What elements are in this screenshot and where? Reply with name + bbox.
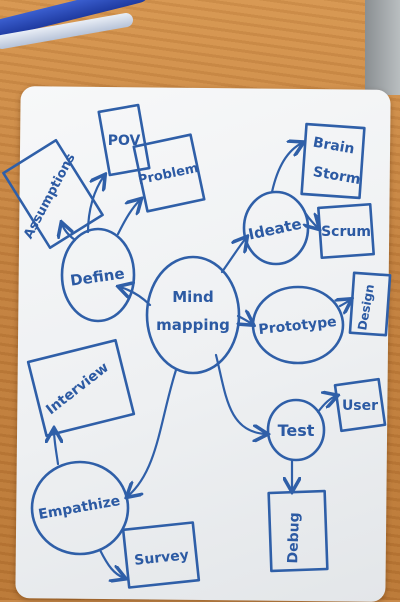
ideate-label: Ideate: [247, 215, 304, 244]
assumptions-label: Assumptions: [21, 151, 79, 241]
test-label: Test: [278, 421, 315, 440]
central-node-ellipse: [145, 255, 241, 375]
map-to-empathize-arrow: [128, 368, 178, 496]
central-node-label-1: Mind: [172, 288, 213, 306]
central-node-label-2: mapping: [156, 316, 230, 334]
test-to-user-arrow: [316, 396, 336, 414]
empathize-ellipse: [30, 460, 130, 556]
brainstorm-label-2: Storm: [312, 164, 362, 188]
pov-label: POV: [108, 133, 141, 149]
define-to-problem-arrow: [116, 200, 140, 236]
define-to-assumptions-arrow: [62, 224, 77, 242]
map-to-define-arrow: [120, 287, 152, 307]
define-to-pov-arrow: [86, 176, 104, 234]
background-wall: [365, 0, 400, 95]
survey-box: [121, 521, 201, 589]
map-to-test-arrow: [214, 353, 266, 434]
map-to-ideate-arrow: [220, 238, 246, 274]
debug-label: Debug: [285, 512, 303, 564]
empathize-label: Empathize: [37, 493, 121, 523]
design-label: Design: [355, 283, 377, 331]
ideate-to-brainstorm-arrow: [270, 143, 302, 194]
interview-label: Interview: [43, 360, 112, 419]
ideate-to-scrum-arrow: [306, 214, 318, 228]
user-label: User: [342, 398, 378, 414]
problem-box: [132, 133, 206, 213]
empathize-to-interview-arrow: [54, 430, 58, 466]
define-ellipse: [60, 227, 136, 323]
assumptions-box: [2, 138, 104, 250]
scrum-label: Scrum: [321, 224, 371, 240]
map-to-prototype-arrow: [238, 316, 252, 324]
scrum-box: [317, 202, 375, 260]
brainstorm-box: [300, 122, 366, 200]
survey-label: Survey: [134, 547, 190, 569]
prototype-to-design-arrow: [340, 300, 350, 306]
empathize-to-survey-arrow: [98, 548, 124, 578]
problem-label: Problem: [137, 161, 200, 188]
interview-box: [26, 338, 136, 438]
brainstorm-label-1: Brain: [312, 135, 356, 158]
define-label: Define: [69, 264, 126, 289]
prototype-label: Prototype: [258, 314, 338, 338]
pov-box: [97, 103, 151, 177]
